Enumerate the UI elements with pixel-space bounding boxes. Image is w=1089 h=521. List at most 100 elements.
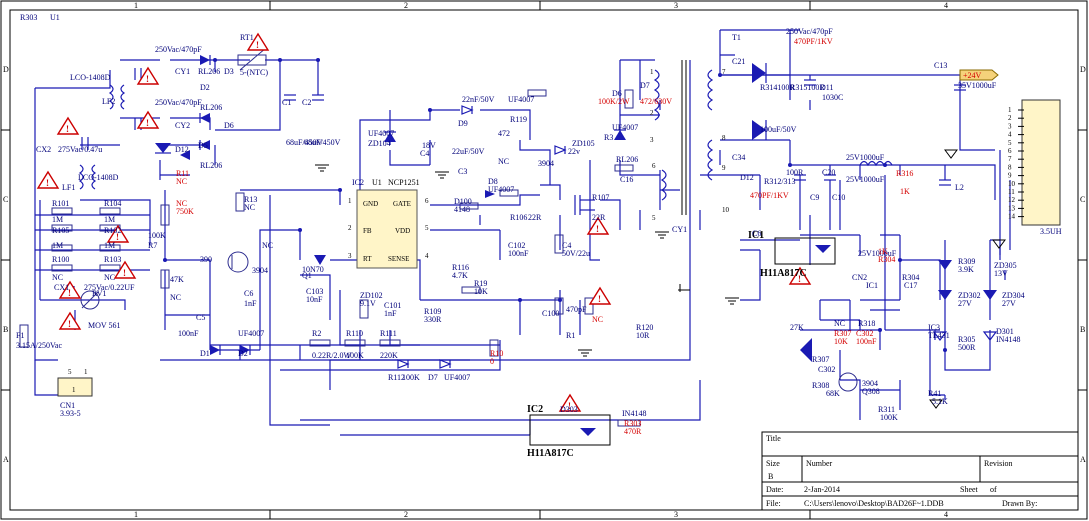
component-label: CY1: [175, 67, 190, 76]
component-label: 100K: [346, 351, 364, 360]
warning-icon: !: [58, 311, 82, 330]
component-label: IC3: [928, 323, 940, 332]
component-label: R41: [928, 389, 941, 398]
u1-pin-num: 4: [425, 252, 429, 260]
component-label: NC: [104, 273, 115, 282]
component-label: 68uF/450V: [304, 138, 341, 147]
component-label: U1: [50, 13, 60, 22]
component-label: 1M: [52, 215, 63, 224]
component-label: R1: [566, 331, 575, 340]
component-label: LCO-1408D: [70, 73, 111, 82]
varistor-rv1[interactable]: [80, 290, 100, 310]
component-label-red: 1K: [900, 187, 910, 196]
component-label: NC: [244, 203, 255, 212]
component-label: 4.7K: [452, 271, 468, 280]
component-label: L2: [955, 183, 964, 192]
component-label: D100: [454, 197, 472, 206]
component-label: R105: [52, 226, 69, 235]
component-label: 1nF: [244, 299, 257, 308]
component-label: R307: [812, 355, 829, 364]
u1-ref: U1: [372, 178, 382, 187]
fuse-f1[interactable]: [19, 324, 29, 348]
component-label: 100K: [402, 373, 420, 382]
component-label: R309: [958, 257, 975, 266]
shunt-regulator-ic3[interactable]: [800, 338, 812, 362]
ic-u1-ncp1251[interactable]: [356, 189, 418, 269]
component-label: F1: [16, 331, 24, 340]
transformer-t1[interactable]: [653, 60, 714, 215]
component-label: 3904: [252, 266, 268, 275]
component-label: R104: [104, 199, 121, 208]
component-label: D6: [612, 89, 622, 98]
cn2-pin-number: 11: [1008, 188, 1015, 196]
component-label: R109: [424, 307, 441, 316]
bulk-capacitors-c1-c2[interactable]: [284, 94, 324, 101]
component-label: 100R: [786, 168, 804, 177]
ic2-ref: IC2: [527, 404, 543, 415]
component-label: 3.15A/250Vac: [16, 341, 62, 350]
ntc-rt1[interactable]: [237, 47, 267, 71]
choke-lf1[interactable]: [78, 164, 97, 190]
component-label: R106: [510, 213, 527, 222]
u1-pin-vdd: VDD: [395, 227, 410, 235]
component-label: ZD104: [368, 139, 391, 148]
component-label: D12: [175, 145, 189, 154]
component-label: 22uF/50V: [452, 147, 485, 156]
choke-lf2[interactable]: [108, 84, 126, 110]
cn2-pin-number: 3: [1008, 122, 1012, 130]
warning-icon: !: [586, 216, 610, 235]
optocoupler-ic2[interactable]: [529, 414, 611, 446]
u1-pin-fb: FB: [363, 227, 372, 235]
output-24v-label: +24V: [963, 71, 982, 80]
component-label-red: 470PF/1KV: [750, 191, 789, 200]
x-capacitor-cx2[interactable]: [81, 137, 89, 150]
component-label: R304: [902, 273, 919, 282]
component-label: R112: [388, 373, 405, 382]
t1-pin: 10: [722, 206, 730, 214]
component-label: NC: [170, 293, 181, 302]
t1-pin: 6: [652, 162, 656, 170]
rectifier-d11[interactable]: [752, 63, 767, 83]
u1-pin-gate: GATE: [393, 200, 411, 208]
component-label: RL206: [616, 155, 638, 164]
resistor-bank: [51, 89, 641, 427]
col-label-2: 2: [404, 1, 408, 10]
component-label: R110: [346, 329, 363, 338]
component-label: C1: [282, 98, 291, 107]
component-label-red: C302: [856, 329, 873, 338]
component-label: 220K: [380, 351, 398, 360]
svg-text:!: !: [66, 124, 69, 134]
component-label: 22R: [528, 213, 542, 222]
component-label: 27V: [1002, 299, 1016, 308]
optocoupler-ic1[interactable]: [774, 237, 836, 265]
warning-icon: !: [106, 224, 130, 243]
rectifier-d12[interactable]: [752, 120, 767, 140]
cn2-pin-number: 6: [1008, 147, 1012, 155]
ic1-part: H11A817C: [760, 268, 807, 279]
junction-dots: [163, 58, 947, 352]
component-label: 68uF/450V: [286, 138, 323, 147]
inductor-l2[interactable]: [859, 160, 893, 167]
row-label-A: A: [3, 455, 9, 464]
svg-text:!: !: [568, 401, 571, 411]
component-label: R102: [104, 226, 121, 235]
component-label: 4148: [454, 205, 470, 214]
component-label: ZD302: [958, 291, 981, 300]
svg-text:!: !: [116, 232, 119, 242]
component-label: C101: [384, 301, 401, 310]
connector-cn2[interactable]: [1021, 99, 1061, 226]
component-label: RV1: [92, 289, 106, 298]
connector-cn1[interactable]: [57, 377, 93, 397]
component-label: 470pF: [566, 305, 587, 314]
component-label: 3904: [862, 379, 878, 388]
component-label: R2: [312, 329, 321, 338]
component-label-red: 470R: [624, 427, 642, 436]
row-label-C-right: C: [1080, 195, 1085, 204]
row-label-B-right: B: [1080, 325, 1085, 334]
col-label-1-bottom: 1: [134, 510, 138, 519]
component-label: 22R: [592, 213, 606, 222]
component-label: IN4148: [622, 409, 646, 418]
